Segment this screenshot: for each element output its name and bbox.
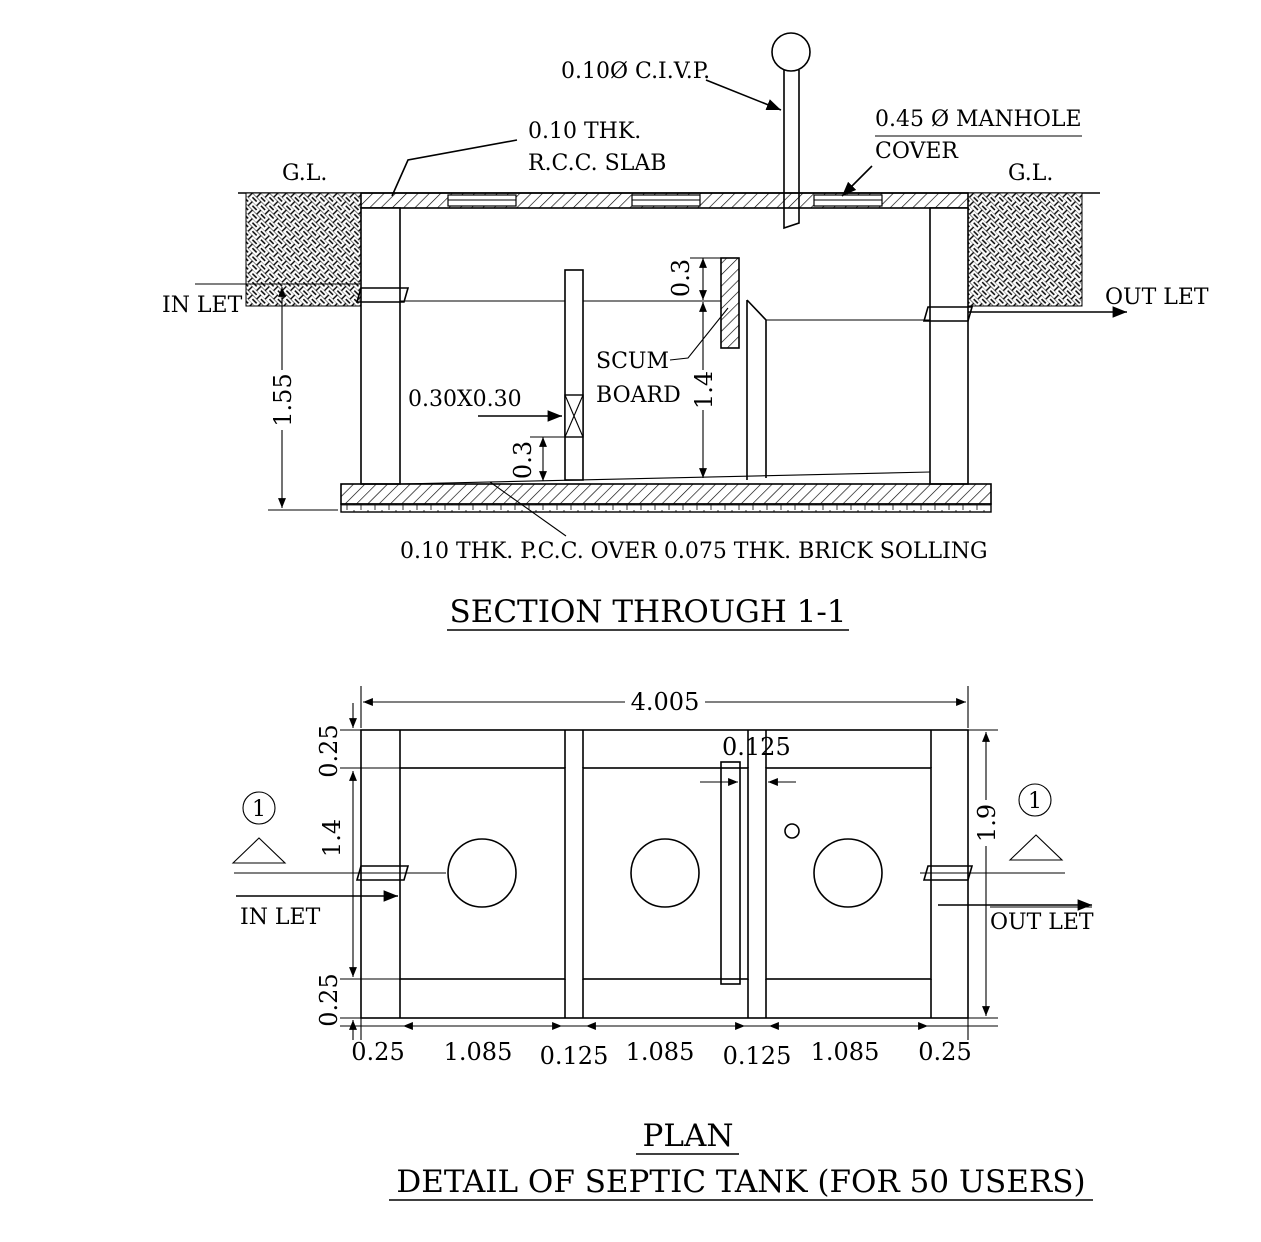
plan-outlet-label: OUT LET: [990, 910, 1094, 935]
vent-pipe: [783, 70, 800, 230]
plan-inlet-pipe: [355, 865, 410, 881]
dim-bottom-0: 0.25: [351, 1038, 404, 1066]
chamber-3: [765, 767, 932, 980]
dim-overall-width: 1.9: [968, 729, 1001, 1019]
gl-right-label: G.L.: [1008, 161, 1053, 186]
section-marker-right-text: 1: [1028, 789, 1042, 814]
dim-bottom-4: 0.125: [723, 1042, 792, 1070]
dim-bottom-3: 1.085: [626, 1038, 695, 1066]
outlet-label: OUT LET: [1105, 285, 1209, 310]
dim-scum-top-text: 0.3: [667, 259, 695, 297]
plan-outline: [360, 729, 969, 1019]
plan-scum-board: [720, 761, 741, 985]
chamber-wall: [746, 299, 767, 480]
plan-view: IN LET OUT LET 1 1 4.005 0.125: [231, 686, 1094, 1155]
opening-label: 0.30X0.30: [408, 387, 522, 412]
outlet-pipe: [922, 306, 974, 322]
vent-pipe-cowl-icon: [771, 32, 811, 72]
earth-fill-right: [967, 192, 1083, 307]
dim-overall-width-text: 1.9: [973, 804, 1001, 842]
gl-left-label: G.L.: [282, 161, 327, 186]
section-view: 0.10Ø C.I.V.P. 0.10 THK. R.C.C. SLAB 0.4…: [162, 32, 1209, 631]
plan-inlet-label: IN LET: [240, 905, 321, 930]
plan-title: PLAN: [643, 1118, 734, 1154]
brick-solling: [340, 503, 992, 513]
dim-inner-width-text: 1.4: [318, 819, 346, 857]
vent-pipe-plan-icon: [784, 823, 800, 839]
scum-label-2: BOARD: [596, 383, 681, 408]
manhole-icon-3: [813, 838, 883, 908]
drawing-title: DETAIL OF SEPTIC TANK (FOR 50 USERS): [396, 1164, 1085, 1200]
section-title: SECTION THROUGH 1-1: [449, 594, 846, 630]
civp-label: 0.10Ø C.I.V.P.: [561, 59, 710, 84]
manhole-icon-2: [630, 838, 700, 908]
base-label: 0.10 THK. P.C.C. OVER 0.075 THK. BRICK S…: [400, 539, 988, 564]
dim-liquid: 1.4: [690, 302, 718, 478]
dim-bottom-5: 1.085: [811, 1038, 880, 1066]
inlet-label: IN LET: [162, 293, 243, 318]
dim-board-text: 0.125: [722, 733, 791, 761]
civp-leader: [705, 79, 782, 111]
scum-label-1: SCUM: [596, 349, 669, 374]
dim-board: 0.125: [700, 733, 796, 786]
dim-scum-top: 0.3: [667, 257, 722, 300]
slab-label-1: 0.10 THK.: [528, 119, 641, 144]
section-marker-left: 1: [231, 791, 287, 864]
slab-label-2: R.C.C. SLAB: [528, 151, 666, 176]
wall-right: [929, 207, 969, 485]
manhole-leader: [841, 165, 873, 197]
dim-wall-bottom-text: 0.25: [315, 973, 343, 1026]
dim-overall-length-text: 4.005: [631, 688, 700, 716]
manhole-label-2: COVER: [875, 139, 959, 164]
dim-bottom-chain: 0.25 1.085 0.125 1.085 0.125 1.085 0.25: [340, 1018, 998, 1070]
dim-left-vertical: 0.25 1.4 0.25: [315, 703, 400, 1040]
dim-bottom-6: 0.25: [918, 1038, 971, 1066]
section-marker-right: 1: [1008, 783, 1064, 861]
plan-outlet-pipe: [922, 865, 974, 881]
section-marker-left-text: 1: [252, 797, 266, 822]
dim-liquid-text: 1.4: [690, 371, 718, 409]
dim-depth-text: 1.55: [269, 373, 297, 426]
dim-bottom-2: 0.125: [540, 1042, 609, 1070]
manhole-icon-1: [447, 838, 517, 908]
scum-board: [720, 257, 740, 349]
slab-leader: [391, 139, 518, 197]
wall-left: [360, 207, 401, 485]
floor-slope: [399, 471, 931, 485]
earth-fill-left: [245, 192, 362, 307]
partition-wall: [564, 269, 584, 481]
inlet-pipe: [355, 287, 410, 303]
dim-overall-length: 4.005: [360, 686, 969, 728]
manhole-label-1: 0.45 Ø MANHOLE: [875, 107, 1082, 132]
chamber-2: [582, 767, 749, 980]
dim-opening-height: 0.3: [509, 436, 566, 481]
dim-depth: 1.55: [268, 287, 338, 511]
base-leader: [489, 481, 567, 537]
dim-opening-height-text: 0.3: [509, 441, 537, 479]
dim-bottom-1: 1.085: [444, 1038, 513, 1066]
dim-wall-top-text: 0.25: [315, 724, 343, 777]
pcc-base: [340, 483, 992, 505]
scum-leader: [669, 307, 729, 361]
